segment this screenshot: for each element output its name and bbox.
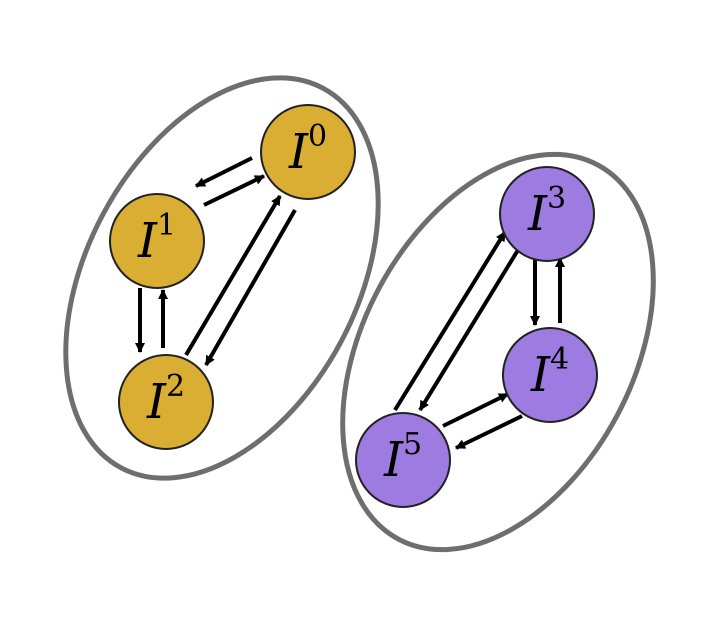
node-I3: I3 (499, 166, 595, 262)
node-I2: I2 (118, 354, 214, 450)
node-I2-circle (118, 354, 214, 450)
node-I5-label: I5 (383, 427, 422, 488)
node-I1: I1 (109, 193, 205, 289)
edge-I0-to-I2 (204, 209, 297, 366)
node-I4-circle (502, 327, 598, 423)
group-b-outline (340, 151, 656, 553)
edge-I5-to-I4 (442, 392, 509, 428)
node-I4: I4 (502, 327, 598, 423)
node-I0-circle (260, 104, 356, 200)
node-I5: I5 (355, 412, 451, 508)
group-a-outline (63, 75, 381, 481)
node-I4-label: I4 (530, 342, 569, 403)
edge-I2-to-I0 (184, 194, 282, 357)
node-I0: I0 (260, 104, 356, 200)
node-I3-label: I3 (527, 181, 566, 242)
edge-I1-to-I0 (203, 174, 265, 207)
edge-I4-to-I5 (455, 414, 523, 450)
node-I1-label: I1 (137, 208, 176, 269)
edge-I3-to-I5 (418, 248, 520, 412)
node-I3-circle (499, 166, 595, 262)
edge-I5-to-I3 (393, 230, 507, 412)
node-I2-label: I2 (146, 369, 185, 430)
node-I0-label: I0 (288, 119, 327, 180)
node-I5-circle (355, 412, 451, 508)
edge-I0-to-I1 (195, 156, 253, 188)
node-I1-circle (109, 193, 205, 289)
